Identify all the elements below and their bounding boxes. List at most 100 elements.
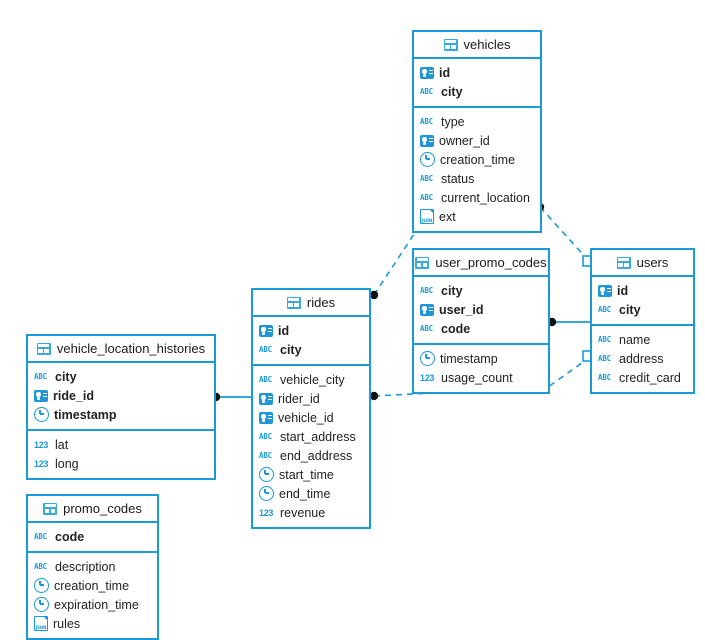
table-icon: [415, 256, 430, 269]
field-row: id: [253, 321, 369, 340]
field-label: long: [55, 456, 79, 471]
table-icon: [616, 256, 631, 269]
field-row: ABC credit_card: [592, 368, 693, 387]
table-icon: [286, 296, 301, 309]
field-label: vehicle_id: [278, 410, 334, 425]
field-label: lat: [55, 437, 69, 452]
abc-icon: ABC: [598, 372, 611, 382]
table-name: rides: [306, 295, 336, 310]
field-row: ABC start_address: [253, 427, 369, 446]
field-label: id: [278, 323, 290, 338]
field-row: creation_time: [414, 150, 540, 169]
abc-icon: ABC: [598, 334, 611, 344]
field-label: end_address: [280, 448, 353, 463]
clock-icon: [34, 578, 49, 593]
id-icon: [420, 66, 434, 79]
field-row: end_time: [253, 484, 369, 503]
clock-icon: [34, 407, 49, 422]
field-label: city: [441, 84, 463, 99]
clock-icon: [259, 486, 274, 501]
field-row: expiration_time: [28, 595, 157, 614]
abc-icon: ABC: [420, 173, 433, 183]
field-label: start_time: [279, 467, 334, 482]
table-name: vehicle_location_histories: [56, 341, 206, 356]
id-icon: [34, 389, 48, 402]
table-header[interactable]: users: [592, 250, 693, 277]
field-label: revenue: [280, 505, 326, 520]
field-label: type: [441, 114, 465, 129]
abc-icon: ABC: [259, 431, 272, 441]
abc-icon: ABC: [420, 86, 433, 96]
field-label: ride_id: [53, 388, 94, 403]
abc-icon: ABC: [34, 561, 47, 571]
table-name: users: [636, 255, 669, 270]
table-header[interactable]: vehicle_location_histories: [28, 336, 214, 363]
field-label: timestamp: [54, 407, 117, 422]
field-row: id: [414, 63, 540, 82]
field-row: ABC name: [592, 330, 693, 349]
field-label: id: [439, 65, 451, 80]
field-label: ext: [439, 209, 456, 224]
clock-icon: [420, 351, 435, 366]
table-header[interactable]: promo_codes: [28, 496, 157, 523]
field-label: start_address: [280, 429, 356, 444]
abc-icon: ABC: [420, 116, 433, 126]
field-label: city: [619, 302, 641, 317]
field-label: credit_card: [619, 370, 681, 385]
link-userpromocodes-users: [547, 317, 590, 327]
table-icon: [443, 38, 458, 51]
json-icon: [34, 616, 48, 631]
abc-icon: ABC: [598, 304, 611, 314]
abc-icon: ABC: [420, 323, 433, 333]
field-label: timestamp: [440, 351, 498, 366]
field-label: creation_time: [440, 152, 516, 167]
table-name: user_promo_codes: [435, 255, 547, 270]
field-row: id: [592, 281, 693, 300]
field-row: ABC city: [592, 300, 693, 319]
field-label: id: [617, 283, 629, 298]
clock-icon: [259, 467, 274, 482]
table-header[interactable]: vehicles: [414, 32, 540, 59]
abc-icon: ABC: [598, 353, 611, 363]
link-vehiclelocationhistories-rides: [211, 392, 252, 402]
table-header[interactable]: rides: [253, 290, 369, 317]
field-label: rules: [53, 616, 81, 631]
field-row: rider_id: [253, 389, 369, 408]
field-label: owner_id: [439, 133, 490, 148]
id-icon: [259, 411, 273, 424]
field-row: start_time: [253, 465, 369, 484]
id-icon: [259, 392, 273, 405]
field-label: name: [619, 332, 651, 347]
field-row: ext: [414, 207, 540, 226]
abc-icon: ABC: [420, 285, 433, 295]
field-label: rider_id: [278, 391, 320, 406]
clock-icon: [34, 597, 49, 612]
123-icon: 123: [34, 439, 49, 450]
field-row: rules: [28, 614, 157, 633]
clock-icon: [420, 152, 435, 167]
field-label: user_id: [439, 302, 484, 317]
field-row: ABC city: [414, 82, 540, 101]
field-label: city: [280, 342, 302, 357]
field-row: timestamp: [414, 349, 548, 368]
table-header[interactable]: user_promo_codes: [414, 250, 548, 277]
field-row: creation_time: [28, 576, 157, 595]
